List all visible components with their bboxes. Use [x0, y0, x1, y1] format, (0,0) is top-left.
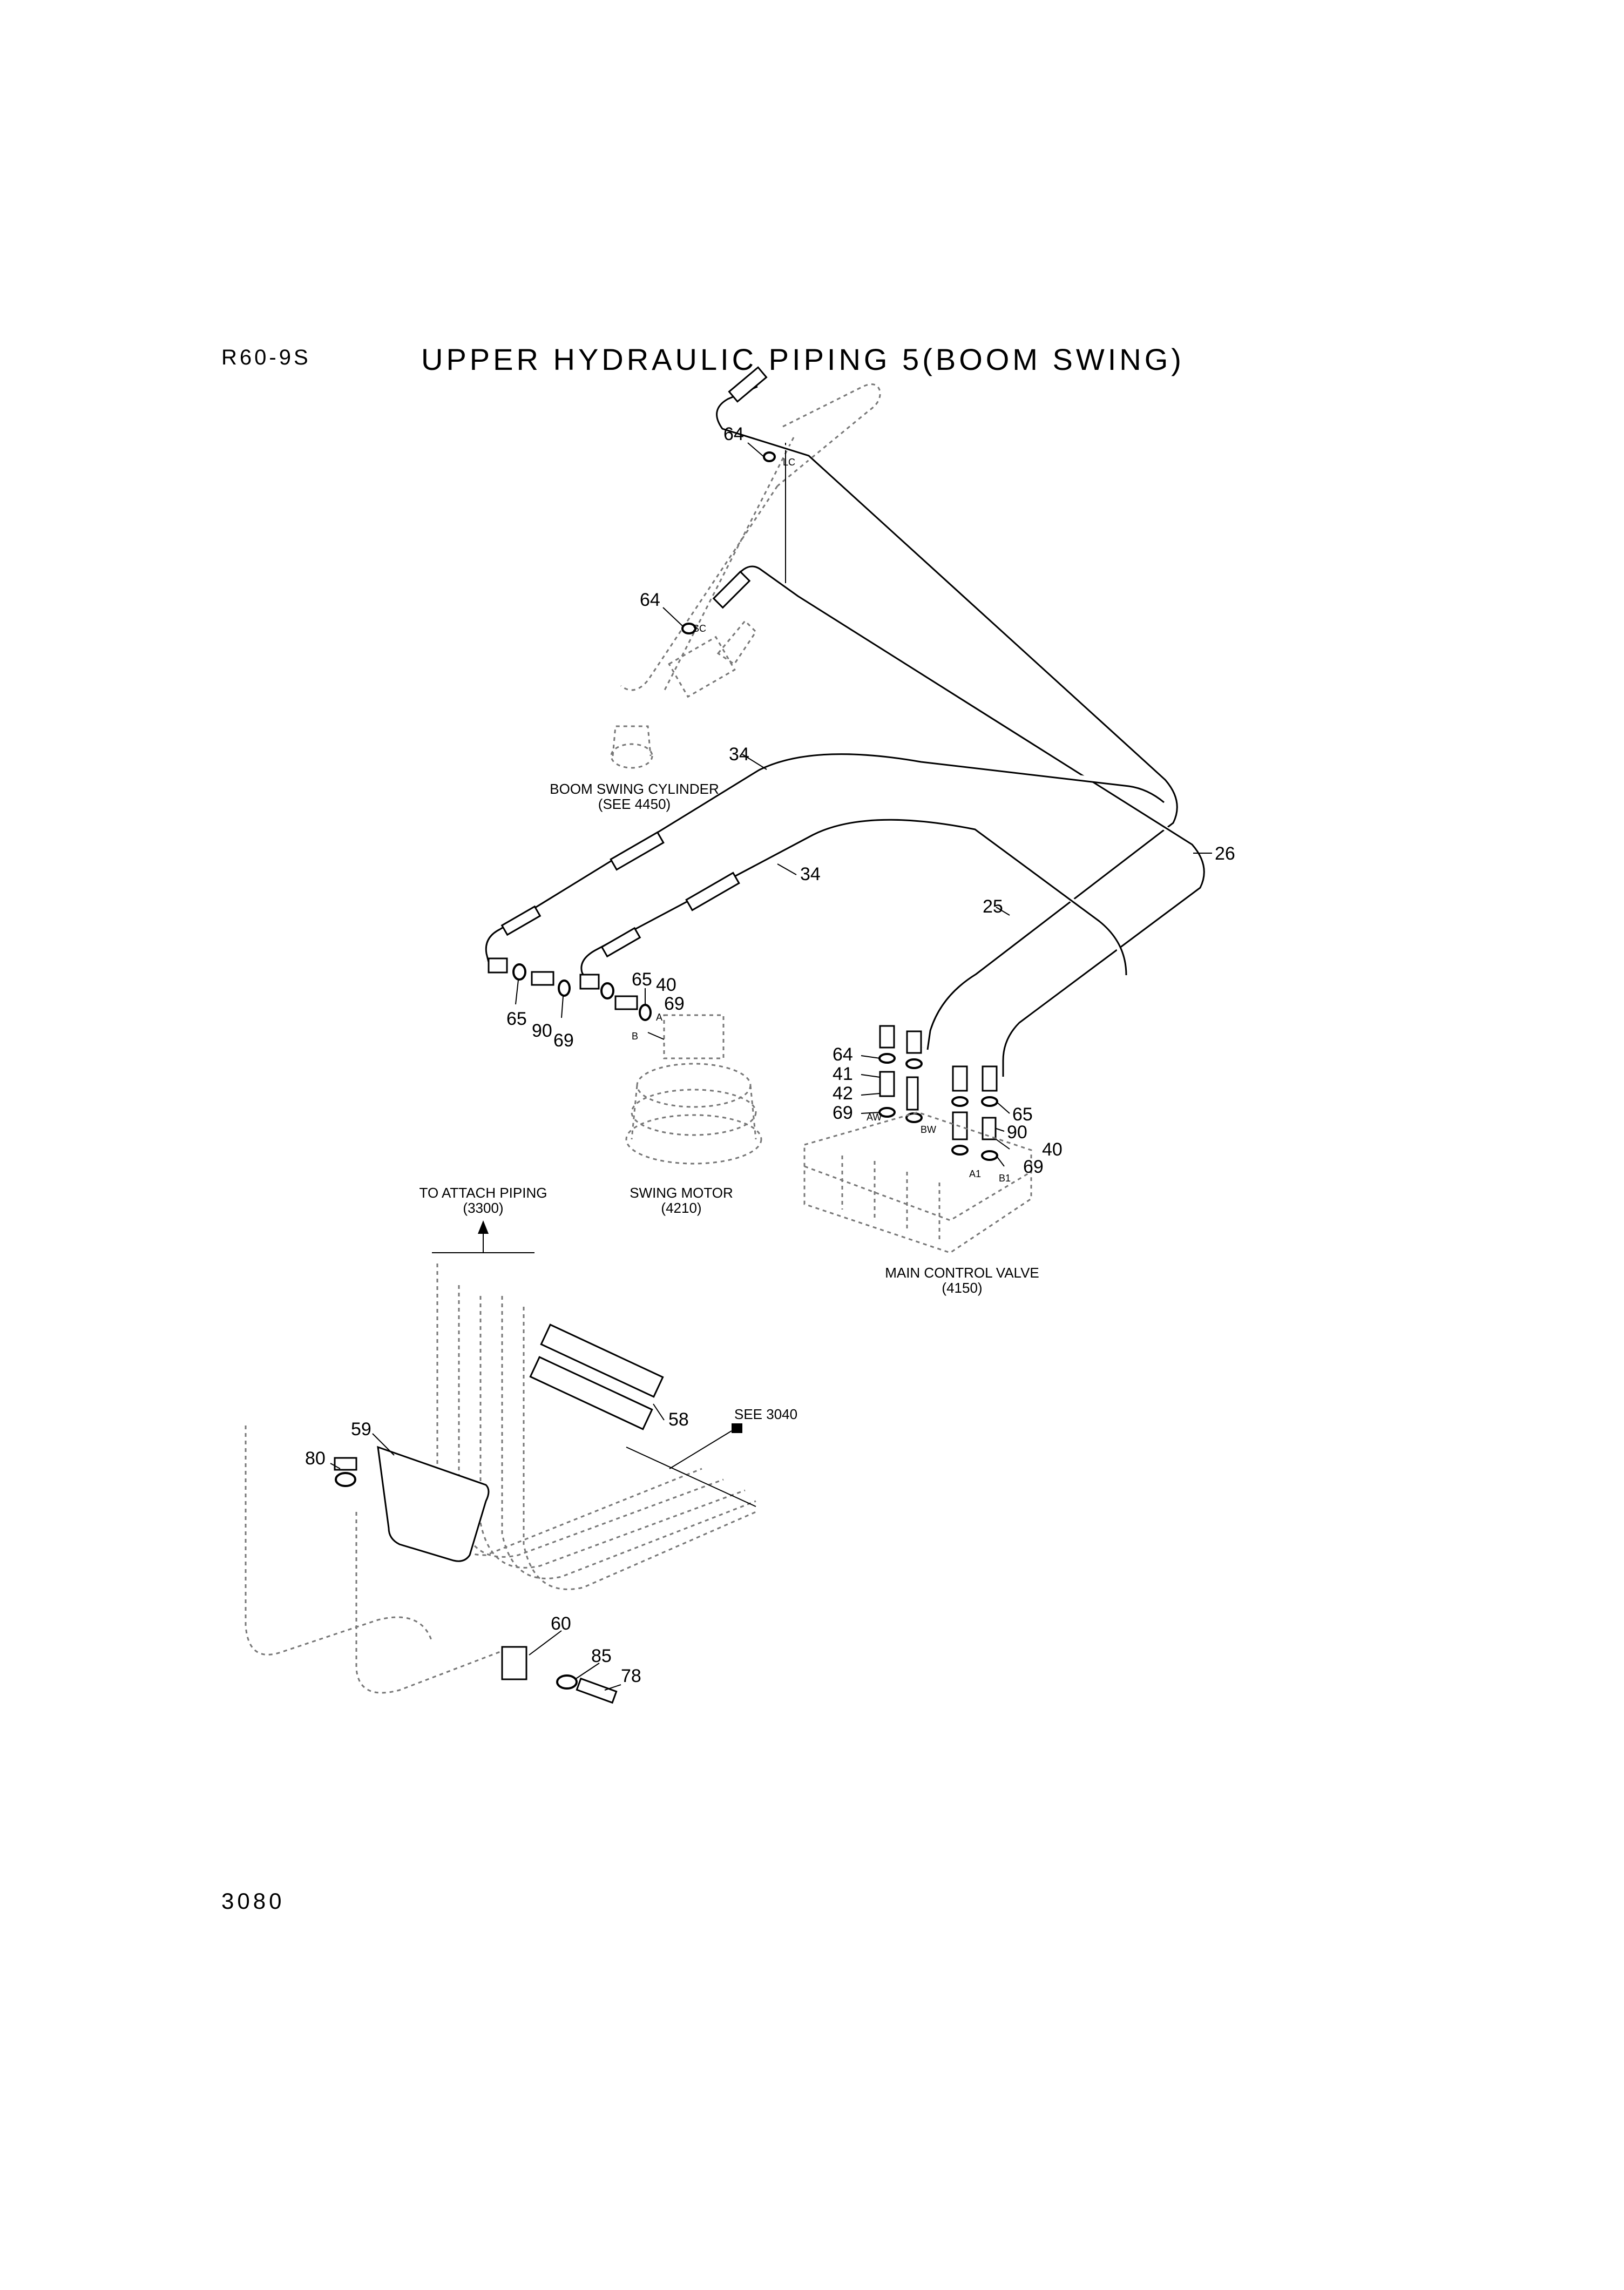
port-aw-label: AW	[867, 1112, 882, 1123]
callout-85: 85	[591, 1646, 612, 1666]
valve-fittings-right	[951, 1065, 998, 1161]
callout-26: 26	[1215, 843, 1235, 864]
callout-65-left: 65	[506, 1009, 527, 1029]
port-a-label: A	[656, 1012, 662, 1023]
callout-25: 25	[983, 896, 1003, 917]
callout-41: 41	[833, 1064, 853, 1084]
hose-25	[721, 562, 1205, 1077]
cylinder-fittings	[681, 366, 776, 634]
callout-34-lower: 34	[800, 864, 821, 884]
callout-64-sc: 64	[640, 590, 660, 610]
callout-60: 60	[551, 1613, 571, 1634]
callout-69-motor: 69	[664, 994, 685, 1014]
callout-69-left: 69	[553, 1030, 574, 1051]
callout-90-left: 90	[532, 1021, 552, 1041]
model-code: R60-9S	[221, 346, 311, 369]
hose-26	[710, 382, 1178, 1050]
leader-lines	[330, 442, 1212, 1691]
callout-78: 78	[621, 1666, 641, 1686]
page-number: 3080	[221, 1888, 285, 1914]
attach-piping-label: TO ATTACH PIPING	[419, 1185, 547, 1201]
page-title: UPPER HYDRAULIC PIPING 5(BOOM SWING)	[421, 342, 1185, 376]
callout-42: 42	[833, 1083, 853, 1104]
motor-fittings	[488, 957, 652, 1021]
callout-58: 58	[668, 1409, 689, 1430]
callout-65-valve: 65	[1012, 1104, 1033, 1125]
valve-fittings-left	[878, 1025, 923, 1123]
callout-40-valve: 40	[1042, 1139, 1063, 1160]
port-sc-label: SC	[693, 623, 706, 634]
see-3040-label: SEE 3040	[734, 1406, 797, 1422]
callout-64-valve: 64	[833, 1044, 853, 1065]
callout-34-upper: 34	[729, 744, 749, 765]
hose-34-lower	[576, 814, 1127, 981]
port-lc-label: LC	[783, 457, 795, 468]
swing-motor-ghost	[625, 1014, 762, 1165]
callout-64-top: 64	[723, 424, 744, 444]
attach-piping-group	[245, 1220, 756, 1704]
callout-80: 80	[305, 1448, 326, 1469]
port-b-label: B	[632, 1031, 638, 1042]
hose-34-upper	[480, 748, 1165, 965]
callout-69-valve: 69	[833, 1103, 853, 1123]
attach-piping-ref: (3300)	[463, 1200, 503, 1216]
port-a1-label: A1	[969, 1168, 981, 1179]
swing-motor-ref: (4210)	[661, 1200, 701, 1216]
boom-swing-cylinder-ghost	[610, 383, 881, 769]
boom-swing-cylinder-label: BOOM SWING CYLINDER	[550, 781, 719, 797]
callout-59: 59	[351, 1419, 371, 1440]
boom-swing-cylinder-ref: (SEE 4450)	[598, 796, 671, 812]
main-control-valve-ref: (4150)	[942, 1280, 982, 1296]
main-control-valve-ghost	[803, 1111, 1032, 1254]
main-control-valve-label: MAIN CONTROL VALVE	[885, 1265, 1039, 1281]
callout-69-valve-right: 69	[1023, 1157, 1044, 1177]
port-b1-label: B1	[999, 1173, 1011, 1184]
swing-motor-label: SWING MOTOR	[630, 1185, 733, 1201]
callout-90-valve: 90	[1007, 1122, 1027, 1143]
port-bw-label: BW	[921, 1124, 936, 1135]
callout-65-motor: 65	[632, 969, 652, 990]
callout-40-motor: 40	[656, 975, 676, 995]
